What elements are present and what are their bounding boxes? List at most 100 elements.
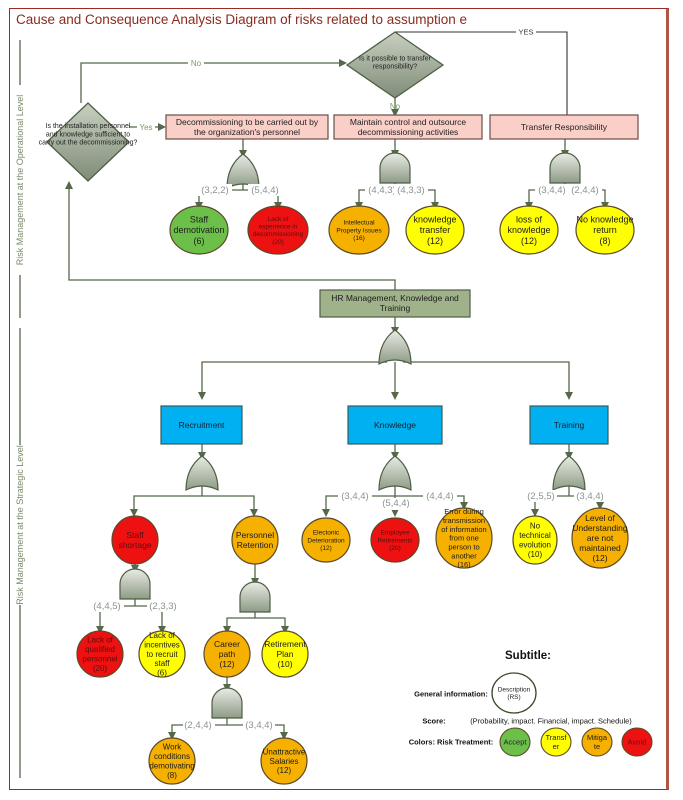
personnel-decision-text-line: and knowledge sufficient to	[46, 131, 130, 138]
level-understanding[interactable]	[571, 507, 629, 569]
op-risk-2[interactable]	[247, 205, 309, 255]
or-gate-op-1	[226, 153, 260, 189]
retirement-plan-label-line: Plan	[276, 649, 293, 659]
action-box-1[interactable]	[165, 114, 329, 140]
op-risk-6-label-line: (8)	[600, 236, 611, 246]
transfer-decision-text-line: Is it possible to transfer	[359, 55, 432, 62]
hr-management-box[interactable]	[319, 289, 471, 318]
work-conditions-demotivating-label-line: demotivating	[149, 762, 194, 771]
unattractive-salaries-label-line: (12)	[277, 766, 292, 775]
no-evolution-score: (2,5,5)	[527, 491, 554, 502]
or-gate-cat-3	[552, 455, 586, 491]
personnel-decision-diamond[interactable]	[46, 102, 130, 182]
salaries-score: (3,4,4)	[245, 720, 272, 731]
lack-incentives-score: (2,3,3)	[149, 601, 176, 612]
category-box-recruitment[interactable]	[160, 405, 243, 445]
electronic-deterioration-label-line: (12)	[320, 545, 332, 552]
and-gate-shortage	[119, 568, 151, 600]
legend-title-line: Subtitle:	[505, 650, 551, 662]
op-risk-5[interactable]	[499, 205, 559, 255]
lack-incentives-label-line: incentives	[144, 640, 180, 649]
legend-score-label: Score:	[422, 717, 445, 726]
diagram-frame	[9, 8, 669, 790]
category-box-training[interactable]	[529, 405, 609, 445]
legend-transfer-label-line: er	[553, 742, 560, 751]
lack-qualified-personnel[interactable]	[76, 630, 124, 678]
personnel-retention[interactable]	[231, 515, 279, 565]
op-risk-score-5: (3,4,4)	[538, 185, 565, 196]
lack-incentives[interactable]	[138, 630, 186, 678]
unattractive-salaries-label-line: Unattractive	[263, 747, 306, 756]
op-risk-1[interactable]	[169, 205, 229, 255]
category-box-knowledge[interactable]	[347, 405, 443, 445]
op-risk-3-label-line: Property Issues	[336, 227, 382, 234]
work-conditions-score: (2,4,4)	[184, 720, 211, 731]
branch-staff-shortage	[130, 495, 202, 517]
action-box-3-label-line: Transfer Responsibility	[521, 122, 608, 132]
legend-colors-label: Colors: Risk Treatment:	[409, 738, 494, 747]
action-box-2[interactable]	[333, 114, 483, 140]
transfer-decision-text-line: responsibility?	[373, 64, 417, 71]
op-risk-6[interactable]	[575, 205, 635, 255]
op-risk-1-label-line: Staff	[190, 215, 209, 225]
legend-general-label-line: General information:	[414, 690, 488, 699]
op-risk-score-6: (2,4,4)	[571, 185, 598, 196]
action-box-3[interactable]	[489, 114, 639, 140]
work-conditions-demotivating[interactable]	[148, 737, 196, 785]
transfer-decision-diamond[interactable]	[345, 31, 445, 99]
legend-transfer-label-line: Transf	[546, 733, 568, 742]
retirement-plan[interactable]	[261, 630, 309, 678]
retirement-plan-label-line: (10)	[277, 659, 292, 669]
level-understanding-label-line: maintained	[579, 543, 621, 553]
no-technical-evolution-label-line: technical	[519, 531, 551, 540]
no-technical-evolution-label-line: No	[530, 522, 541, 531]
error-transmission-label-line: from one	[449, 534, 479, 543]
personnel-decision-text-line: carry out the decommissioning?	[39, 140, 138, 147]
legend-general-circle-text-line: Description	[498, 686, 531, 693]
employee-retirements[interactable]	[370, 517, 420, 563]
op-risk-2-label-line: Lack of	[268, 216, 289, 223]
career-path-label-line: (12)	[219, 659, 234, 669]
unattractive-salaries[interactable]	[260, 737, 308, 785]
no-technical-evolution[interactable]	[512, 515, 558, 565]
action-box-2-label: Maintain control and outsourcedecommissi…	[350, 117, 467, 137]
op-risk-3[interactable]	[328, 205, 390, 255]
no-technical-evolution-label-line: (10)	[528, 550, 543, 559]
legend-title: Subtitle:	[505, 650, 551, 662]
hr-management-label-line: Training	[380, 303, 411, 313]
branch-training	[403, 361, 573, 400]
legend-accept-circle	[499, 727, 531, 757]
lack-incentives-label-line: Lack of	[149, 631, 176, 640]
op-risk-2-label-line: (20)	[272, 239, 284, 246]
electronic-deterioration[interactable]	[301, 517, 351, 563]
op-risk-5-label-line: loss of	[516, 215, 543, 225]
and-gate-op-3	[549, 152, 581, 184]
legend-general-circle	[491, 672, 537, 714]
op-risk-6-label-line: return	[593, 225, 617, 235]
lack-qualified-personnel-label-line: qualified	[85, 645, 115, 654]
op-risk-4[interactable]	[405, 205, 465, 255]
branch-error-transmission	[395, 495, 468, 510]
no-label-top: No	[191, 59, 202, 68]
or-gate-cat-1	[185, 455, 219, 491]
error-transmission[interactable]	[435, 507, 493, 569]
personnel-retention-label-line: Retention	[237, 540, 274, 550]
legend-mitigate-label-line: te	[594, 742, 600, 751]
staff-shortage[interactable]	[111, 515, 159, 565]
op-risk-5-label-line: knowledge	[507, 225, 550, 235]
op-risk-1-label-line: (6)	[194, 236, 205, 246]
career-path[interactable]	[203, 630, 251, 678]
op-risk-score-2: (5,4,4)	[251, 185, 278, 196]
